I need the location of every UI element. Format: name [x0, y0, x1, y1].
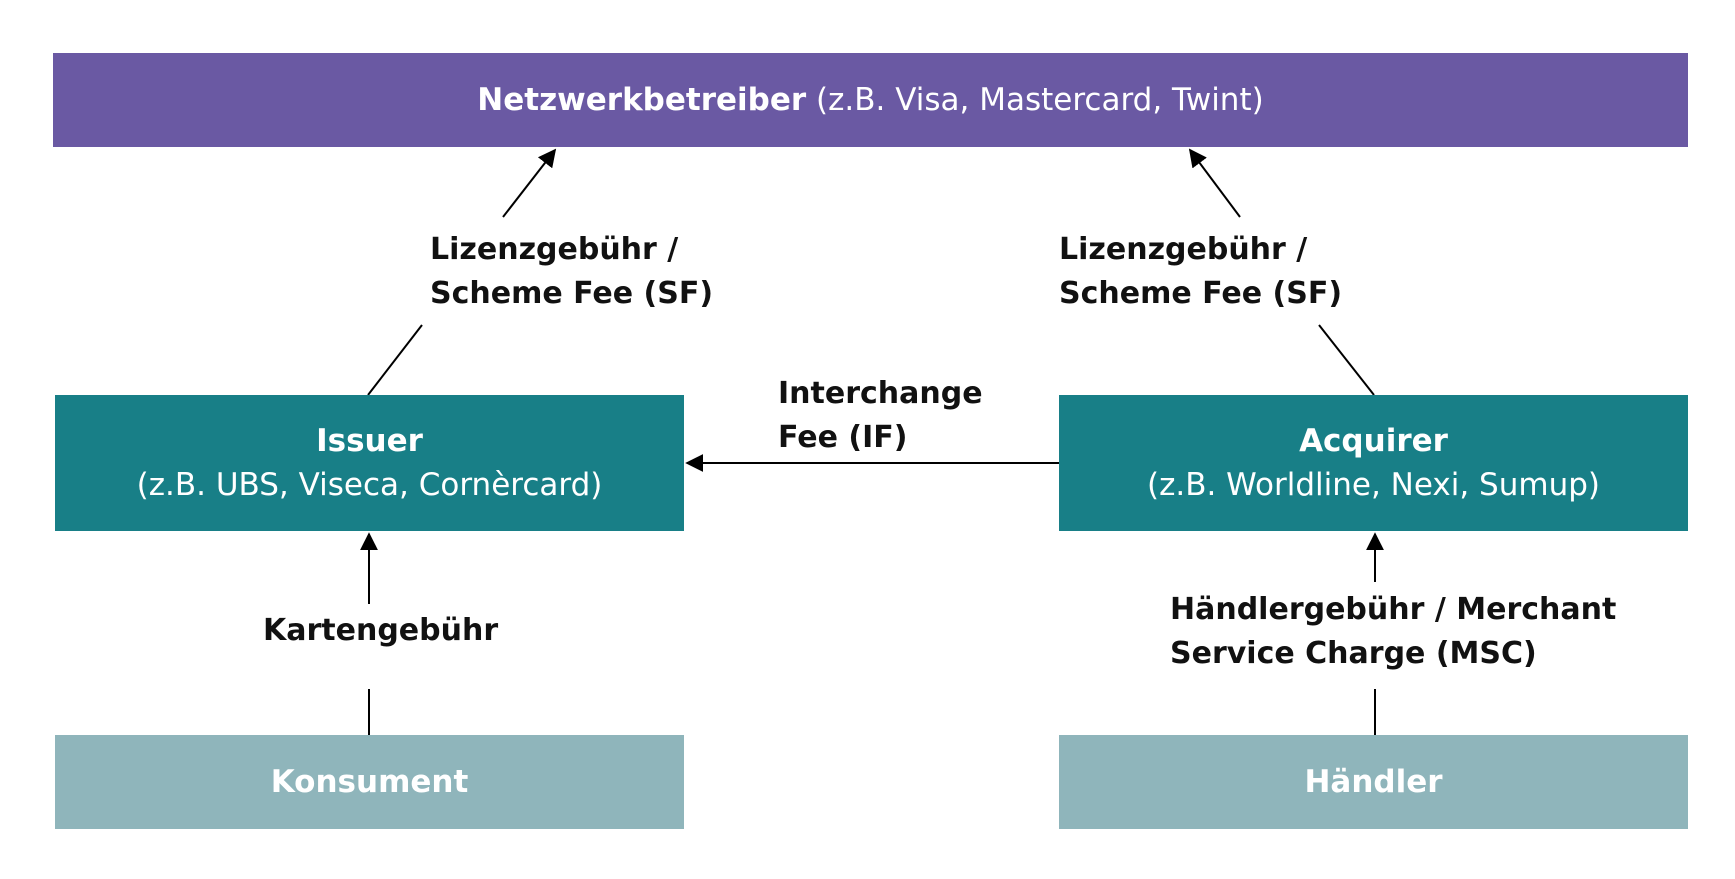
merchant-service-charge-label: Händlergebühr / Merchant Service Charge …: [1170, 588, 1616, 676]
interchange-fee-label: Interchange Fee (IF): [778, 372, 983, 460]
acquirer-examples: (z.B. Worldline, Nexi, Sumup): [1146, 467, 1600, 503]
merchant-box: Händler: [1059, 735, 1688, 829]
issuer-to-network-line-lower: [367, 324, 423, 396]
consumer-title: Konsument: [270, 764, 469, 800]
card-fee-label: Kartengebühr: [263, 609, 498, 653]
msc-line2: Service Charge (MSC): [1170, 636, 1537, 671]
scheme-fee-right-line2: Scheme Fee (SF): [1059, 276, 1343, 311]
merchant-title: Händler: [1304, 764, 1443, 800]
issuer-title: Issuer: [316, 423, 423, 459]
scheme-fee-left-line1: Lizenzgebühr /: [430, 232, 679, 267]
network-operator-title: Netzwerkbetreiber: [477, 82, 807, 118]
acquirer-title: Acquirer: [1299, 423, 1448, 459]
acquirer-to-network-line-lower: [1318, 324, 1375, 396]
scheme-fee-right-line1: Lizenzgebühr /: [1059, 232, 1308, 267]
interchange-fee-line1: Interchange: [778, 376, 983, 411]
card-fee-text: Kartengebühr: [263, 613, 499, 648]
issuer-box: Issuer (z.B. UBS, Viseca, Cornèrcard): [55, 395, 684, 531]
scheme-fee-right-label: Lizenzgebühr / Scheme Fee (SF): [1059, 228, 1342, 316]
acquirer-to-network-arrow: [1188, 148, 1241, 218]
acquirer-box: Acquirer (z.B. Worldline, Nexi, Sumup): [1059, 395, 1688, 531]
msc-line1: Händlergebühr / Merchant: [1170, 592, 1617, 627]
network-operator-examples: (z.B. Visa, Mastercard, Twint): [816, 82, 1264, 118]
issuer-examples: (z.B. UBS, Viseca, Cornèrcard): [136, 467, 603, 503]
scheme-fee-left-line2: Scheme Fee (SF): [430, 276, 714, 311]
interchange-fee-line2: Fee (IF): [778, 420, 908, 455]
scheme-fee-left-label: Lizenzgebühr / Scheme Fee (SF): [430, 228, 713, 316]
consumer-box: Konsument: [55, 735, 684, 829]
network-operator-box: Netzwerkbetreiber (z.B. Visa, Mastercard…: [53, 53, 1688, 147]
issuer-to-network-arrow: [502, 148, 557, 218]
